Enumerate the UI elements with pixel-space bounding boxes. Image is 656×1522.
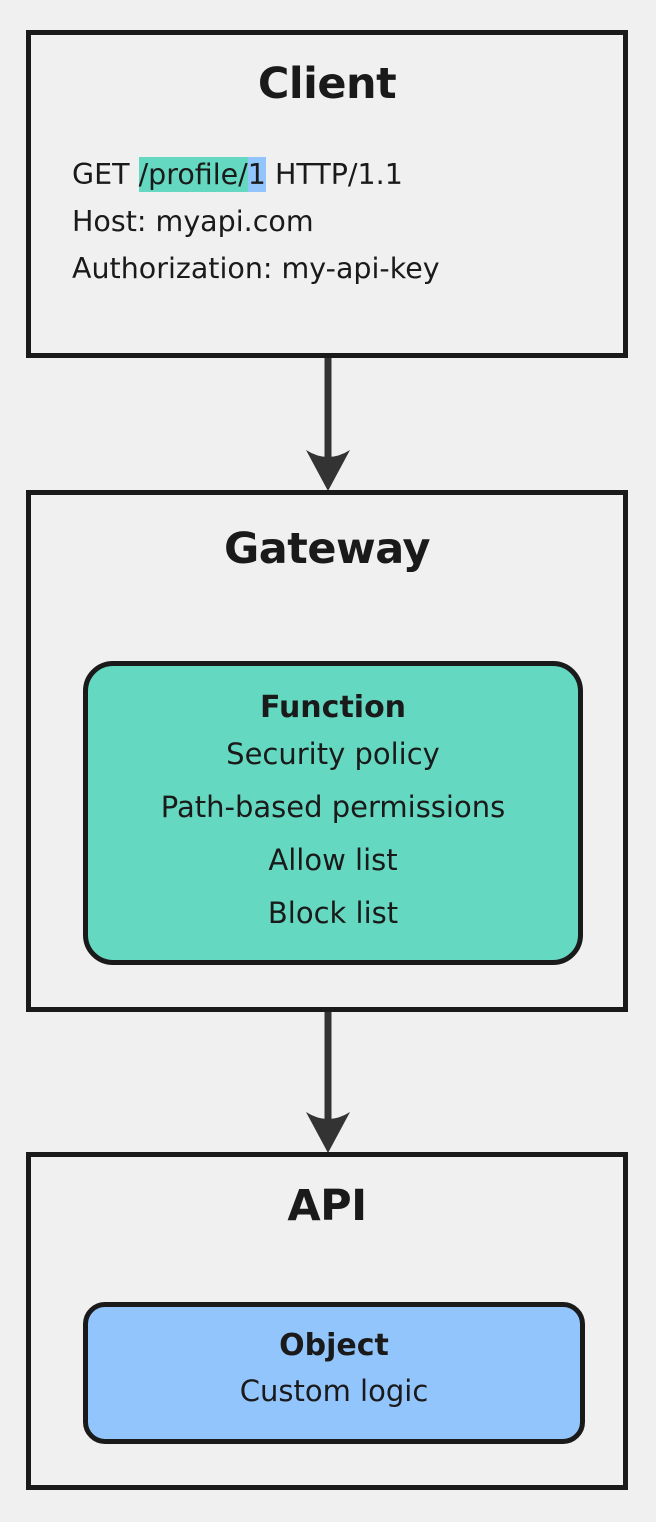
node-client: Client GET /profile/1 HTTP/1.1 Host: mya… — [26, 30, 628, 358]
request-path-highlight: /profile/ — [138, 157, 248, 193]
node-gateway-title: Gateway — [224, 524, 430, 574]
object-line-custom-logic: Custom logic — [239, 1374, 429, 1408]
subnode-function-lines: Security policy Path-based permissions A… — [88, 728, 578, 940]
arrow-gateway-to-api — [302, 1012, 354, 1154]
subnode-function: Function Security policy Path-based perm… — [83, 661, 583, 965]
node-client-title: Client — [257, 59, 397, 109]
client-request-block: GET /profile/1 HTTP/1.1 Host: myapi.com … — [72, 151, 623, 292]
function-line-security-policy: Security policy — [226, 737, 440, 771]
node-gateway: Gateway Function Security policy Path-ba… — [26, 490, 628, 1012]
request-protocol: HTTP/1.1 — [265, 158, 403, 192]
arrow-client-to-gateway — [302, 358, 354, 492]
subnode-object-lines: Custom logic — [88, 1368, 580, 1414]
node-api: API Object Custom logic — [26, 1152, 628, 1490]
request-id-highlight: 1 — [247, 157, 266, 193]
function-line-allow-list: Allow list — [268, 843, 398, 877]
subnode-function-title: Function — [259, 690, 407, 725]
request-line-start: GET /profile/1 HTTP/1.1 — [72, 151, 623, 198]
subnode-object-title: Object — [279, 1328, 389, 1363]
request-line-host: Host: myapi.com — [72, 205, 314, 239]
request-method: GET — [72, 158, 139, 192]
subnode-object: Object Custom logic — [83, 1302, 585, 1444]
node-api-title: API — [287, 1181, 367, 1231]
function-line-path-based-permissions: Path-based permissions — [160, 790, 506, 824]
request-line-authorization: Authorization: my-api-key — [72, 252, 440, 286]
function-line-block-list: Block list — [267, 896, 399, 930]
